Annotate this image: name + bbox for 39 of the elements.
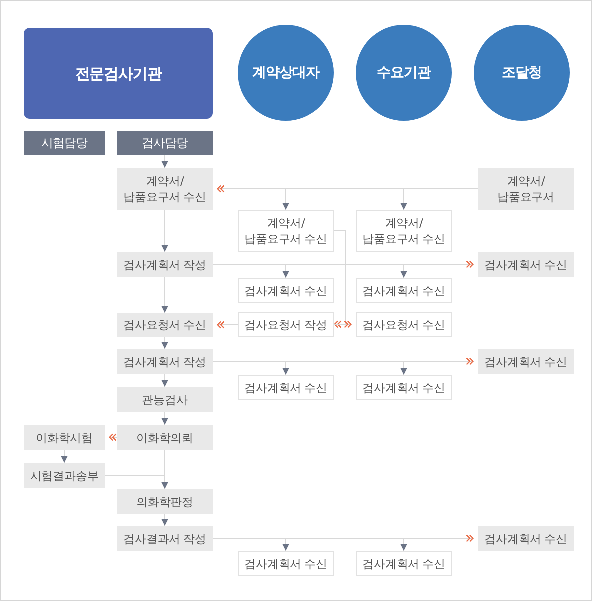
step-box: 검사계획서 수신 [356, 375, 452, 400]
arrow [162, 412, 168, 426]
step-box: 계약서/ 납품요구서 수신 [356, 210, 452, 252]
step-box: 검사계획서 수신 [478, 526, 574, 551]
step-box: 검사계획서 수신 [478, 349, 574, 374]
arrow [162, 450, 168, 490]
arrow [162, 154, 168, 168]
step-box: 계약서/ 납품요구서 [478, 168, 574, 210]
arrow [61, 450, 68, 464]
arrow [162, 210, 168, 252]
step-box: 검사요청서 수신 [117, 313, 213, 337]
step-box: 관능검사 [117, 387, 213, 412]
organization-box: 전문검사기관 [24, 28, 213, 119]
step-box: 시험결과송부 [24, 463, 105, 488]
step-box: 검사계획서 작성 [117, 252, 213, 277]
step-box: 계약서/ 납품요구서 수신 [117, 168, 213, 210]
step-box: 검사계획서 수신 [478, 252, 574, 277]
step-box: 검사계획서 수신 [356, 278, 452, 303]
arrow [162, 374, 168, 388]
arrow [162, 514, 168, 526]
role-header: 시험담당 [24, 131, 105, 155]
step-box: 이화학의뢰 [117, 425, 213, 450]
step-box: 검사결과서 작성 [117, 526, 213, 551]
step-box: 검사계획서 작성 [117, 349, 213, 374]
step-box: 검사요청서 작성 [238, 312, 334, 337]
party-circle: 조달청 [474, 25, 570, 121]
step-box: 검사계획서 수신 [238, 278, 334, 303]
step-box: 계약서/ 납품요구서 수신 [238, 210, 334, 252]
step-box: 검사계획서 수신 [356, 551, 452, 576]
arrow [162, 336, 168, 350]
step-box: 의화학판정 [117, 489, 213, 514]
arrow [162, 276, 168, 314]
step-box: 이화학시험 [24, 425, 105, 450]
role-header: 검사담당 [117, 131, 213, 155]
step-box: 검사계획서 수신 [238, 375, 334, 400]
step-box: 검사요청서 수신 [356, 312, 452, 337]
step-box: 검사계획서 수신 [238, 551, 334, 576]
party-circle: 계약상대자 [238, 25, 334, 121]
party-circle: 수요기관 [356, 25, 452, 121]
